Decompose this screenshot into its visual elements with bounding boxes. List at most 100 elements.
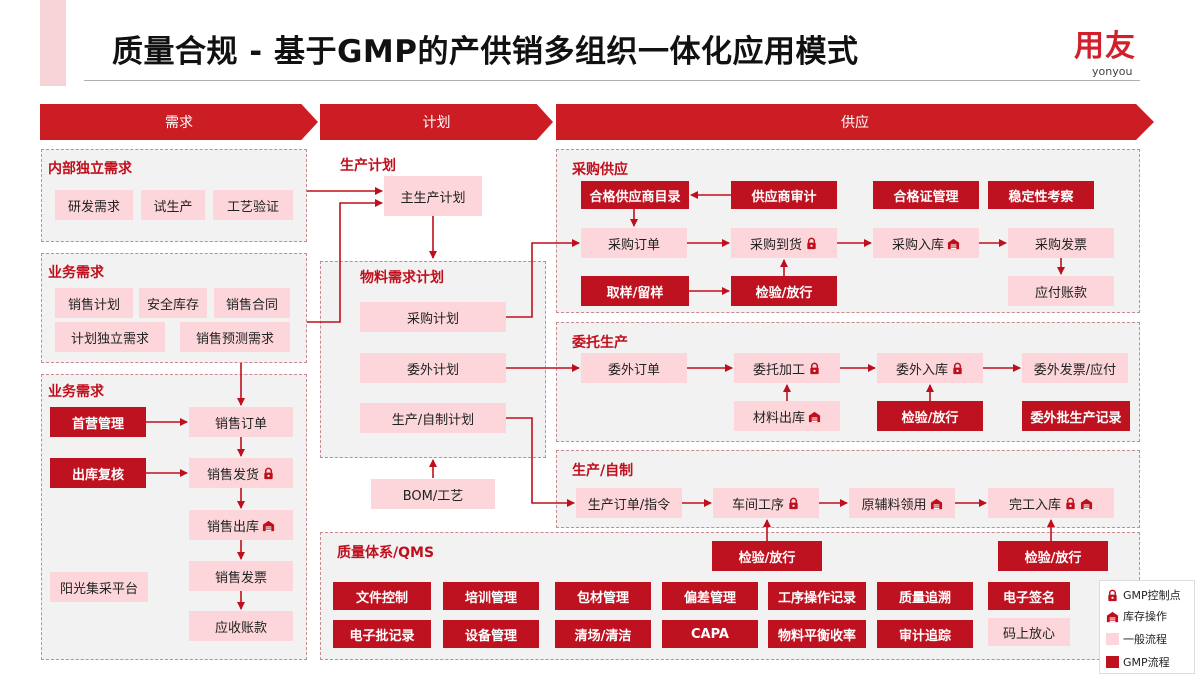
box-production-plan: 生产/自制计划: [360, 403, 506, 433]
box-sales-forecast-demand: 销售预测需求: [180, 322, 290, 352]
box-raw-material-picking: 原辅料领用: [849, 488, 955, 518]
phase-supply: 供应: [556, 104, 1154, 140]
box-training-mgmt: 培训管理: [443, 582, 539, 610]
box-label: 完工入库: [1008, 497, 1061, 513]
box-label: 采购入库: [891, 237, 944, 253]
page-title: 质量合规 - 基于GMP的产供销多组织一体化应用模式: [112, 34, 859, 70]
box-inspect-release-workshop: 检验/放行: [712, 541, 822, 571]
box-code-assurance: 码上放心: [988, 618, 1070, 646]
box-label: 采购到货: [749, 237, 802, 253]
box-purchase-plan: 采购计划: [360, 302, 506, 332]
box-sampling: 取样/留样: [581, 276, 689, 306]
legend-gmp-flow: GMP流程: [1106, 654, 1170, 670]
box-label: 销售出库: [206, 519, 259, 535]
box-material-outbound: 材料出库: [734, 401, 840, 431]
legend-label: 库存操作: [1123, 610, 1167, 623]
box-deviation-mgmt: 偏差管理: [662, 582, 758, 610]
box-label: 委外入库: [895, 362, 948, 378]
box-label: 委托加工: [752, 362, 805, 378]
legend-general-flow: 一般流程: [1106, 631, 1167, 647]
box-label: 原辅料领用: [861, 497, 927, 513]
box-sunshine-platform: 阳光集采平台: [50, 572, 148, 602]
gmp-lock-icon: [789, 497, 798, 509]
box-purchase-invoice: 采购发票: [1008, 228, 1114, 258]
box-trial-production: 试生产: [141, 190, 205, 220]
box-audit-trail: 审计追踪: [877, 620, 973, 648]
box-sales-outbound: 销售出库: [189, 510, 293, 540]
box-electronic-batch-record: 电子批记录: [333, 620, 431, 648]
phase-demand: 需求: [40, 104, 318, 140]
box-outsource-plan: 委外计划: [360, 353, 506, 383]
box-outbound-recheck: 出库复核: [50, 458, 146, 488]
box-line-clearance: 清场/清洁: [555, 620, 651, 648]
box-sales-order: 销售订单: [189, 407, 293, 437]
legend-swatch-red: [1106, 656, 1119, 668]
box-production-order: 生产订单/指令: [576, 488, 682, 518]
legend-swatch-pink: [1106, 633, 1119, 645]
box-outsource-inspect-release: 检验/放行: [877, 401, 983, 431]
box-inspect-release-completion: 检验/放行: [998, 541, 1108, 571]
gmp-lock-icon: [810, 362, 819, 374]
box-sales-plan: 销售计划: [55, 288, 133, 318]
box-outsource-order: 委外订单: [581, 353, 687, 383]
gmp-lock-icon: [1108, 589, 1117, 601]
title-divider: [84, 80, 1140, 81]
warehouse-icon: [262, 520, 275, 531]
box-accounts-payable: 应付账款: [1008, 276, 1114, 306]
box-sales-delivery: 销售发货: [189, 458, 293, 488]
box-workshop-process: 车间工序: [713, 488, 819, 518]
box-process-validation: 工艺验证: [213, 190, 293, 220]
box-safety-stock: 安全库存: [139, 288, 207, 318]
box-label: 销售发货: [206, 467, 259, 483]
box-label: 材料出库: [752, 410, 805, 426]
box-label: 车间工序: [731, 497, 784, 513]
box-capa: CAPA: [662, 620, 758, 648]
section-title-material-plan: 物料需求计划: [360, 270, 444, 286]
section-title-outsource: 委托生产: [572, 335, 628, 351]
box-qualified-supplier-list: 合格供应商目录: [581, 181, 689, 209]
box-document-control: 文件控制: [333, 582, 431, 610]
section-title-business-demand: 业务需求: [48, 265, 104, 281]
warehouse-icon: [808, 411, 821, 422]
section-title-internal-demand: 内部独立需求: [48, 161, 132, 177]
box-process-operation-record: 工序操作记录: [768, 582, 866, 610]
section-title-purchase-supply: 采购供应: [572, 162, 628, 178]
warehouse-icon: [1106, 611, 1119, 622]
box-certificate-mgmt: 合格证管理: [873, 181, 979, 209]
gmp-lock-icon: [953, 362, 962, 374]
legend-label: GMP流程: [1123, 656, 1170, 669]
box-accounts-receivable: 应收账款: [189, 611, 293, 641]
box-equipment-mgmt: 设备管理: [443, 620, 539, 648]
gmp-lock-icon: [1066, 497, 1075, 509]
legend: GMP控制点 库存操作 一般流程 GMP流程: [1099, 580, 1195, 674]
yonyou-logo: 用友: [1074, 29, 1136, 64]
section-title-self-production: 生产/自制: [572, 463, 634, 479]
box-plan-independent-demand: 计划独立需求: [55, 322, 165, 352]
box-completion-inbound: 完工入库: [988, 488, 1114, 518]
phase-plan: 计划: [320, 104, 553, 140]
gmp-lock-icon: [807, 237, 816, 249]
box-purchase-inspect-release: 检验/放行: [731, 276, 837, 306]
title-accent-bar: [40, 0, 66, 86]
box-bom-process: BOM/工艺: [371, 479, 495, 509]
box-sales-contract: 销售合同: [214, 288, 290, 318]
box-supplier-audit: 供应商审计: [731, 181, 837, 209]
legend-label: 一般流程: [1123, 633, 1167, 646]
arrow-purchase-plan-to-order: [506, 239, 580, 318]
box-outsource-batch-record: 委外批生产记录: [1022, 401, 1130, 431]
box-electronic-signature: 电子签名: [988, 582, 1070, 610]
box-stability-study: 稳定性考察: [988, 181, 1094, 209]
box-purchase-inbound: 采购入库: [873, 228, 979, 258]
legend-inventory-operation: 库存操作: [1106, 608, 1167, 624]
gmp-lock-icon: [264, 467, 273, 479]
box-master-production-plan: 主生产计划: [384, 176, 482, 216]
section-title-sales-demand: 业务需求: [48, 384, 104, 400]
legend-gmp-control-point: GMP控制点: [1106, 587, 1181, 603]
warehouse-icon: [947, 238, 960, 249]
yonyou-logo-subtitle: yonyou: [1092, 65, 1133, 78]
arrow-production-plan-to-order: [506, 417, 575, 507]
section-title-production-plan: 生产计划: [340, 158, 396, 174]
box-packaging-mgmt: 包材管理: [555, 582, 651, 610]
box-purchase-arrival: 采购到货: [731, 228, 837, 258]
